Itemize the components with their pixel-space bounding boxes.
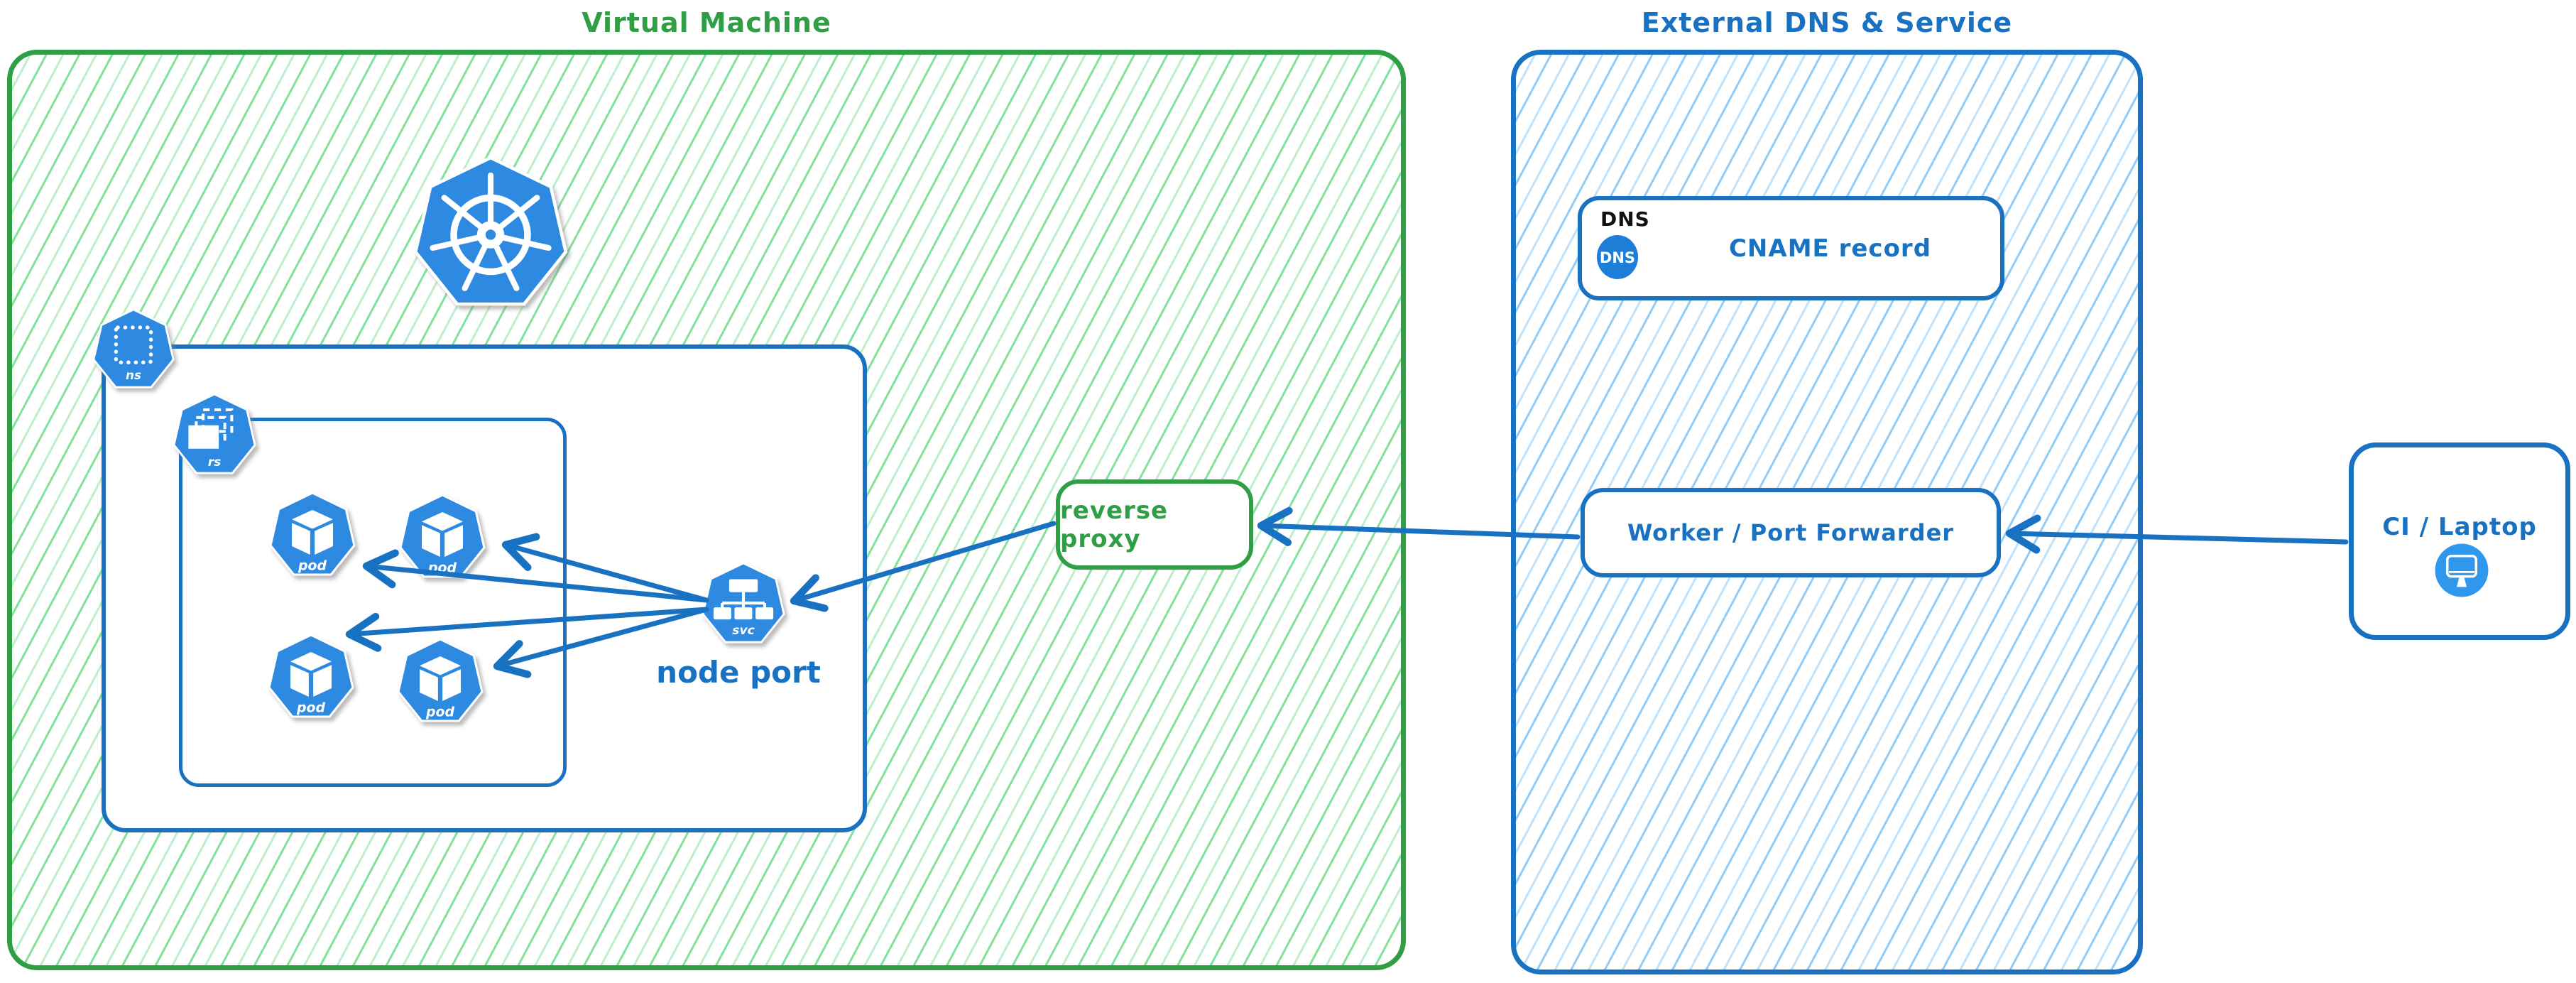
pod-icon-4[interactable]: pod bbox=[395, 636, 485, 725]
namespace-icon[interactable]: ns bbox=[91, 306, 176, 391]
namespace-icon-label: ns bbox=[126, 368, 141, 382]
pod-icon-label: pod bbox=[425, 704, 455, 719]
reverse-proxy-box[interactable]: reverse proxy bbox=[1056, 479, 1253, 570]
dns-badge-label: DNS bbox=[1600, 249, 1635, 266]
ci-laptop-box[interactable]: CI / Laptop bbox=[2349, 442, 2570, 640]
replicaset-icon-label: rs bbox=[208, 455, 222, 469]
kubernetes-logo-icon[interactable] bbox=[410, 151, 571, 313]
service-icon[interactable]: svc bbox=[700, 560, 787, 646]
monitor-icon bbox=[2435, 543, 2489, 597]
pod-icon-3[interactable]: pod bbox=[266, 631, 356, 721]
reverse-proxy-label: reverse proxy bbox=[1060, 496, 1169, 553]
vm-title: Virtual Machine bbox=[582, 7, 831, 38]
cname-record-label: CNAME record bbox=[1728, 234, 1932, 263]
pod-icon-1[interactable]: pod bbox=[268, 489, 357, 579]
service-icon-label: svc bbox=[732, 624, 754, 638]
pod-icon-label: pod bbox=[296, 700, 326, 715]
pod-icon-label: pod bbox=[427, 560, 457, 575]
dns-badge-icon: DNS bbox=[1597, 235, 1638, 279]
pod-icon-2[interactable]: pod bbox=[398, 492, 487, 581]
pod-icon-label: pod bbox=[298, 558, 327, 573]
dns-record-box[interactable]: DNS DNS CNAME record bbox=[1578, 196, 2004, 300]
external-dns-title: External DNS & Service bbox=[1641, 7, 2013, 38]
replicaset-icon[interactable]: rs bbox=[171, 391, 258, 477]
worker-box[interactable]: Worker / Port Forwarder bbox=[1581, 488, 2001, 577]
node-port-label: node port bbox=[656, 655, 821, 690]
worker-label: Worker / Port Forwarder bbox=[1627, 519, 1955, 546]
ci-laptop-label: CI / Laptop bbox=[2382, 513, 2537, 541]
dns-group-label: DNS bbox=[1600, 207, 1650, 231]
